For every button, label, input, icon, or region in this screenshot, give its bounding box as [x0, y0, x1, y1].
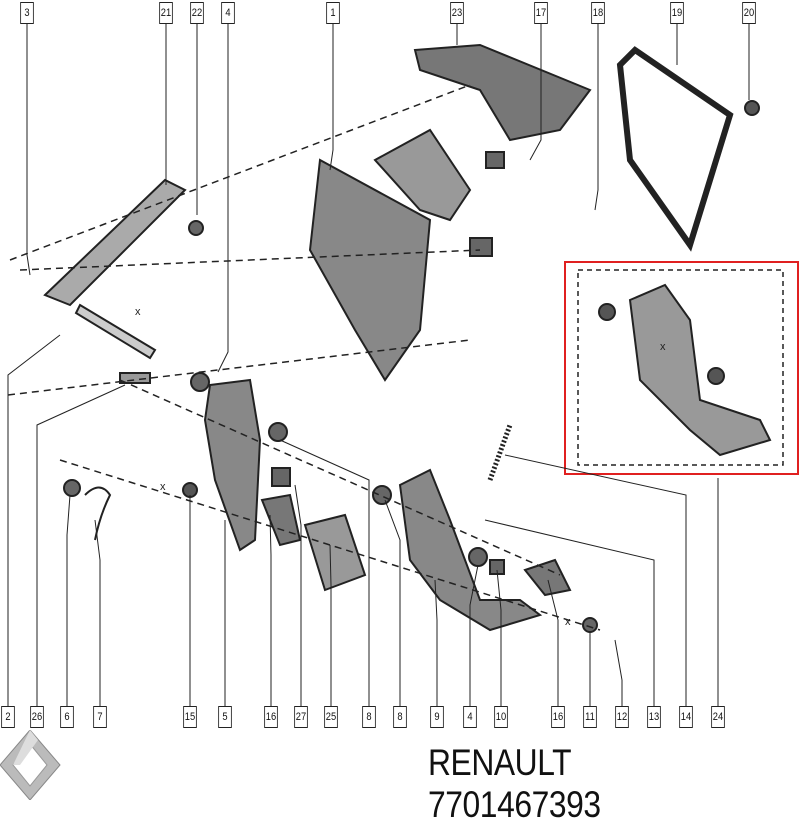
callout-top-21: 21	[159, 2, 173, 24]
part-1-bracket-upper	[373, 128, 472, 222]
leader-line	[484, 519, 655, 706]
callout-bottom-27: 27	[294, 706, 308, 728]
leader-line	[294, 484, 302, 706]
callout-bottom-25: 25	[324, 706, 338, 728]
callout-bottom-16: 16	[264, 706, 278, 728]
part-4-bush	[190, 372, 210, 392]
callout-bottom-2: 2	[1, 706, 15, 728]
callout-top-20: 20	[742, 2, 756, 24]
callout-top-1: 1	[326, 2, 340, 24]
leader-line	[36, 384, 126, 706]
part-21-support	[43, 178, 187, 307]
part-24-pedal-assembly	[628, 283, 772, 457]
leader-line	[7, 334, 61, 706]
leader-line	[529, 24, 542, 161]
leader-line	[504, 454, 687, 706]
leader-line	[469, 564, 479, 706]
part-14-spring	[487, 424, 513, 481]
part-24-highlight-box	[564, 261, 799, 475]
part-4-bush-b	[468, 547, 488, 567]
callout-top-4: 4	[221, 2, 235, 24]
leader-line	[94, 519, 101, 706]
dimension-mark: x	[135, 306, 141, 318]
part-23-cover	[413, 43, 592, 142]
dimension-mark: x	[660, 341, 666, 353]
leader-line	[329, 24, 334, 171]
callout-top-23: 23	[450, 2, 464, 24]
part-24-inner-dashed	[577, 269, 784, 466]
callout-bottom-8: 8	[362, 706, 376, 728]
callout-bottom-9: 9	[430, 706, 444, 728]
part-8-bush	[268, 422, 288, 442]
part-22-bolt	[188, 220, 204, 236]
part-1-pedal-bracket-plate	[308, 158, 432, 382]
callout-bottom-4: 4	[463, 706, 477, 728]
leader-line	[434, 579, 438, 706]
callout-bottom-24: 24	[711, 706, 725, 728]
callout-bottom-26: 26	[30, 706, 44, 728]
callout-top-22: 22	[190, 2, 204, 24]
dimension-mark: x	[565, 616, 571, 628]
part-8-bush-b	[372, 485, 392, 505]
part-6-bush	[63, 479, 81, 497]
part-24-nut	[598, 303, 616, 321]
leader-line	[329, 544, 332, 706]
part-26-bolt	[119, 372, 151, 384]
part-16-switch	[260, 493, 302, 547]
leader-line	[279, 439, 370, 706]
callout-top-17: 17	[534, 2, 548, 24]
axis-line-lower	[119, 379, 561, 576]
callout-bottom-7: 7	[93, 706, 107, 728]
callout-bottom-16: 16	[551, 706, 565, 728]
leader-line	[594, 24, 599, 211]
leader-line	[614, 639, 623, 706]
axis-line-bottom	[59, 459, 601, 631]
callout-bottom-11: 11	[583, 706, 597, 728]
callout-bottom-12: 12	[615, 706, 629, 728]
leader-line	[384, 499, 401, 706]
callout-bottom-15: 15	[183, 706, 197, 728]
part-20-nut	[744, 100, 760, 116]
callout-bottom-13: 13	[647, 706, 661, 728]
leader-line	[547, 579, 559, 706]
renault-logo	[0, 729, 62, 805]
part-5-clutch-pedal	[203, 378, 262, 552]
leader-line	[496, 569, 502, 706]
axis-line-shaft	[7, 339, 471, 396]
part-17-clip	[485, 151, 505, 169]
callout-bottom-5: 5	[218, 706, 232, 728]
axis-line-top	[9, 84, 471, 261]
part-2-shaft	[74, 303, 157, 360]
leader-line	[66, 494, 71, 706]
callout-bottom-8: 8	[393, 706, 407, 728]
part-24-nut-b	[707, 367, 725, 385]
part-25-pad	[303, 513, 367, 592]
brand-part-number: RENAULT 7701467393	[428, 742, 601, 825]
part-27-clip	[271, 467, 291, 487]
leader-line	[217, 24, 229, 373]
part-11-washer	[582, 617, 598, 633]
callout-top-19: 19	[670, 2, 684, 24]
leader-line	[269, 514, 272, 706]
callout-top-3: 3	[20, 2, 34, 24]
part-18-bush	[469, 237, 493, 257]
dimension-mark: x	[160, 481, 166, 493]
part-15-nut	[182, 482, 198, 498]
part-19-seal	[616, 46, 734, 252]
callout-bottom-10: 10	[494, 706, 508, 728]
callout-bottom-6: 6	[60, 706, 74, 728]
pedal-assembly-diagram: x x x x	[7, 24, 799, 706]
part-7-spring	[84, 486, 112, 541]
part-16-switch-b	[523, 558, 572, 597]
callout-bottom-14: 14	[679, 706, 693, 728]
callout-top-18: 18	[591, 2, 605, 24]
leader-line	[26, 24, 31, 276]
axis-line-mid	[19, 249, 481, 271]
